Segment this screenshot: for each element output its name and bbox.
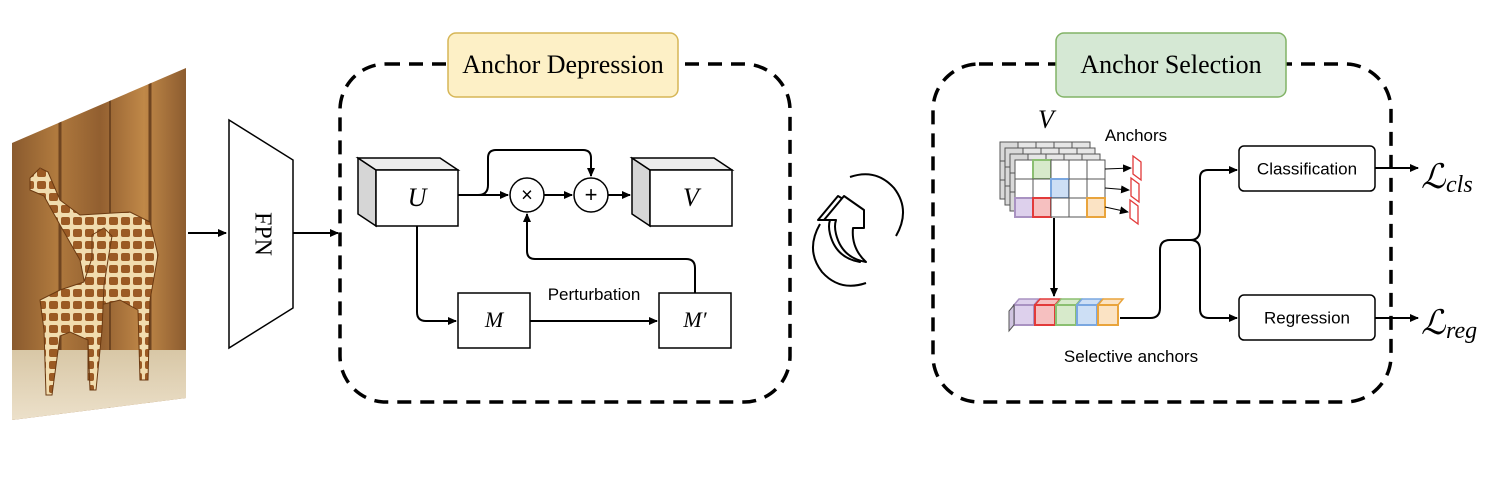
arrow-u-to-add-skip xyxy=(477,149,595,196)
depression-title: Anchor Depression xyxy=(462,50,663,79)
loss-reg: ℒ reg xyxy=(1421,305,1477,344)
fpn-label: FPN xyxy=(249,212,275,256)
multiply-symbol: × xyxy=(521,184,533,206)
selective-anchor-cell xyxy=(1055,304,1077,326)
grid-cell xyxy=(1050,197,1070,218)
grid-cell xyxy=(1014,197,1034,218)
arrow-to-regression xyxy=(1189,239,1238,322)
node-u-label: U xyxy=(408,183,429,212)
alternating-cycle-icon xyxy=(812,173,904,287)
grid-v-label: V xyxy=(1038,105,1057,134)
depression-title-box xyxy=(447,32,679,98)
loss-cls-symbol: ℒ xyxy=(1421,159,1447,196)
add-symbol: + xyxy=(585,182,598,207)
anchor-depression-module: Anchor Depression U V × + M M′ Pe xyxy=(338,32,792,404)
anchor-selection-module: Anchor Selection V Anchors Selective anc… xyxy=(931,32,1419,404)
anchor-box xyxy=(1130,176,1140,204)
regression-label: Regression xyxy=(1264,308,1350,327)
box-m-prime xyxy=(658,292,732,349)
box-m xyxy=(457,292,531,349)
grid-cell xyxy=(1086,178,1106,199)
selection-dashed-border xyxy=(931,62,1393,404)
selective-anchor-cell xyxy=(1013,304,1035,326)
grid-cell xyxy=(1032,197,1052,218)
arrow-u-to-m xyxy=(416,226,457,325)
classification-label: Classification xyxy=(1257,159,1357,178)
grid-cell xyxy=(1014,178,1034,199)
add-operator: + xyxy=(573,177,609,213)
arrow-to-classification xyxy=(1120,166,1238,319)
loss-cls-subscript: cls xyxy=(1446,172,1473,198)
node-m-prime-label: M′ xyxy=(682,307,707,332)
node-v-label: V xyxy=(683,183,702,212)
cube-u: U xyxy=(355,156,461,228)
grid-cell xyxy=(1050,178,1070,199)
grid-cell xyxy=(1068,197,1088,218)
loss-cls: ℒ cls xyxy=(1421,159,1473,198)
fpn-block: FPN xyxy=(228,118,294,350)
grid-cell xyxy=(1086,197,1106,218)
loss-reg-subscript: reg xyxy=(1446,318,1477,344)
arrow-m-prime-to-multiply xyxy=(523,213,696,293)
grid-cell xyxy=(1068,159,1088,180)
giraffe-young-icon xyxy=(39,227,113,396)
selection-title-box xyxy=(1055,32,1287,98)
grid-cell xyxy=(1068,178,1088,199)
input-image xyxy=(12,68,186,420)
selective-anchor-cell xyxy=(1076,304,1098,326)
grid-cell xyxy=(1050,159,1070,180)
loss-reg-symbol: ℒ xyxy=(1421,305,1447,342)
anchor-box xyxy=(1132,154,1142,182)
grid-cell xyxy=(1014,159,1034,180)
selective-anchors-strip xyxy=(1008,298,1125,333)
anchor-box xyxy=(1129,198,1139,226)
grid-cell xyxy=(1032,178,1052,199)
depression-dashed-border xyxy=(338,62,792,404)
feature-grid-v xyxy=(999,141,1106,218)
anchor-boxes xyxy=(1104,154,1142,226)
grid-cell xyxy=(1086,159,1106,180)
selective-anchor-cell xyxy=(1034,304,1056,326)
selective-anchor-cell xyxy=(1097,304,1119,326)
multiply-operator: × xyxy=(509,177,545,213)
node-m-label: M xyxy=(484,307,505,332)
cube-v: V xyxy=(629,156,735,228)
anchors-label: Anchors xyxy=(1105,126,1167,145)
selective-anchors-label: Selective anchors xyxy=(1064,347,1198,366)
perturbation-label: Perturbation xyxy=(548,285,641,304)
selection-title: Anchor Selection xyxy=(1080,50,1261,79)
grid-cell xyxy=(1032,159,1052,180)
